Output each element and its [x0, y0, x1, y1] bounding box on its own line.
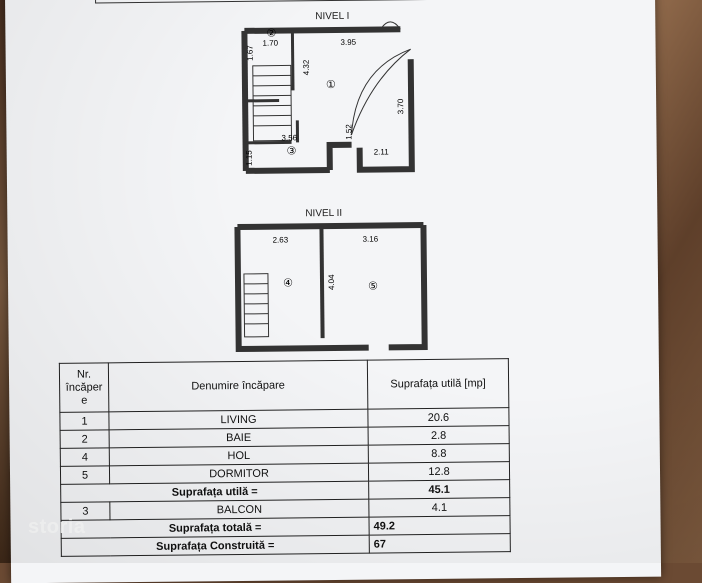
wall: [321, 226, 322, 338]
floor-plan-sheet: NIVEL I 1.70 3.95 1.67 4.32 3.70 3.56 1.…: [5, 0, 661, 583]
wall: [237, 225, 423, 227]
table-header-row: Nr. încăper e Denumire încăpare Suprafaț…: [59, 359, 508, 413]
dim-l1-7: 2.11: [374, 147, 390, 156]
dim-l1-8: 1.15: [245, 150, 254, 166]
header-name: Denumire încăpare: [108, 360, 367, 412]
dim-l1-4: 3.70: [396, 98, 405, 114]
top-table-edge: [95, 0, 617, 3]
wall: [292, 30, 293, 90]
dim-l1-5: 3.56: [281, 133, 297, 142]
dim-l2-0: 2.63: [273, 235, 289, 244]
dim-l1-3: 4.32: [302, 59, 311, 75]
wall: [246, 170, 330, 171]
row-nr: 2: [60, 430, 109, 449]
row-area: 8.8: [368, 444, 509, 463]
dim-l2-2: 4.04: [327, 274, 336, 290]
header-nr: Nr. încăper e: [59, 363, 109, 413]
row-area: 20.6: [368, 408, 509, 427]
dim-l1-6: 1.52: [344, 124, 353, 140]
room-label-5: ⑤: [368, 280, 378, 293]
room-label-3: ③: [287, 144, 297, 157]
dim-l1-1: 3.95: [340, 38, 356, 47]
rooms-table: Nr. încăper e Denumire încăpare Suprafaț…: [59, 358, 511, 557]
header-area: Suprafața utilă [mp]: [367, 359, 509, 409]
level1-plan: 1.70 3.95 1.67 4.32 3.70 3.56 1.52 2.11 …: [230, 19, 422, 191]
wall: [387, 225, 424, 347]
dim-l2-1: 3.16: [363, 235, 379, 244]
row-nr: 4: [60, 448, 109, 467]
room-label-4: ④: [283, 276, 293, 289]
built-area-row: Suprafața Construită = 67: [61, 534, 510, 557]
row-nr: 5: [60, 466, 109, 485]
row-area: 4.1: [369, 498, 510, 517]
wall: [330, 145, 352, 170]
row-area: 2.8: [368, 426, 509, 445]
useful-area-value: 45.1: [369, 480, 510, 499]
built-area-value: 67: [369, 534, 510, 553]
total-area-value: 49.2: [369, 516, 510, 535]
room-label-2: ②: [266, 27, 276, 40]
row-nr: 1: [60, 412, 109, 431]
level2-plan: 2.63 3.16 4.04 ④ ⑤: [227, 217, 428, 359]
room-label-1: ①: [326, 78, 336, 91]
storia-watermark: storia: [28, 516, 85, 539]
row-area: 12.8: [368, 462, 509, 481]
wall: [237, 226, 368, 349]
dim-l1-2: 1.67: [246, 45, 255, 61]
dim-l1-0: 1.70: [262, 39, 278, 48]
built-area-label: Suprafața Construită =: [61, 535, 369, 556]
